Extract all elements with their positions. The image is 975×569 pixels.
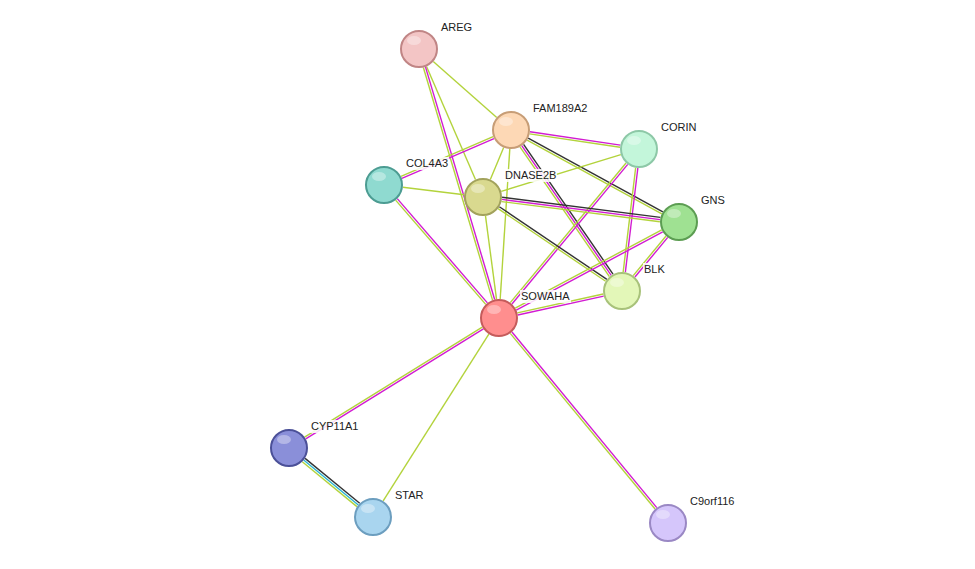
evidence-line [402, 139, 494, 179]
protein-node: GNS [660, 203, 698, 241]
protein-node: COL4A3 [365, 166, 403, 204]
interaction-edge [396, 199, 488, 305]
node-label: SOWAHA [520, 290, 571, 303]
protein-node: C9orf116 [649, 504, 687, 542]
node-highlight [372, 172, 386, 181]
interaction-edge [502, 197, 661, 222]
protein-node: AREG [400, 30, 438, 68]
evidence-line [625, 168, 637, 272]
evidence-line [623, 168, 635, 272]
interaction-edge [515, 230, 663, 310]
evidence-line [485, 216, 496, 299]
interaction-edge [510, 332, 657, 509]
protein-node: DNASE2B [464, 178, 502, 216]
protein-node: STAR [354, 498, 392, 536]
evidence-line [516, 232, 662, 310]
evidence-line [512, 164, 628, 304]
interaction-edge [403, 187, 464, 194]
evidence-line [512, 332, 657, 508]
evidence-line [305, 458, 360, 503]
node-highlight [471, 184, 485, 193]
evidence-line [510, 333, 655, 509]
evidence-line [397, 199, 487, 303]
protein-node: CORIN [620, 130, 658, 168]
node-label: CORIN [660, 121, 697, 134]
interaction-edge [383, 334, 489, 501]
evidence-line [490, 148, 503, 180]
evidence-line [530, 134, 620, 147]
node-label: CYP11A1 [310, 420, 360, 433]
interaction-edge [490, 148, 503, 180]
evidence-line [502, 202, 660, 222]
node-highlight [407, 36, 421, 45]
evidence-line [304, 460, 359, 505]
node-label: AREG [440, 21, 473, 34]
evidence-line [302, 462, 357, 507]
evidence-line [396, 200, 486, 304]
node-highlight [627, 136, 641, 145]
interaction-edge [485, 216, 496, 299]
node-label: BLK [643, 263, 666, 276]
node-label: STAR [394, 489, 425, 502]
interaction-edge [401, 137, 494, 179]
interaction-edge [433, 62, 496, 118]
interaction-edge [623, 168, 638, 273]
node-highlight [656, 510, 670, 519]
node-highlight [499, 117, 513, 126]
interaction-edge [302, 458, 359, 506]
protein-node: CYP11A1 [270, 429, 308, 467]
evidence-line [502, 199, 660, 219]
evidence-line [401, 137, 493, 177]
node-label: DNASE2B [504, 169, 557, 182]
evidence-line [305, 327, 483, 437]
node-label: FAM189A2 [532, 102, 588, 115]
evidence-line [403, 187, 464, 194]
protein-node: SOWAHA [480, 299, 518, 337]
evidence-line [383, 334, 489, 501]
node-label: COL4A3 [405, 157, 449, 170]
interaction-edge [530, 132, 621, 148]
node-label: GNS [700, 194, 726, 207]
interaction-edge [501, 155, 621, 192]
protein-node: FAM189A2 [492, 111, 530, 149]
evidence-line [433, 62, 496, 118]
interaction-edge [510, 163, 627, 304]
evidence-line [635, 237, 668, 277]
evidence-line [530, 132, 620, 145]
protein-node: BLK [603, 272, 641, 310]
node-highlight [610, 278, 624, 287]
node-highlight [667, 209, 681, 218]
node-highlight [277, 435, 291, 444]
evidence-line [502, 197, 660, 217]
node-highlight [487, 305, 501, 314]
node-highlight [361, 504, 375, 513]
node-label: C9orf116 [689, 495, 735, 508]
interaction-edge [305, 327, 484, 439]
evidence-line [501, 155, 621, 192]
